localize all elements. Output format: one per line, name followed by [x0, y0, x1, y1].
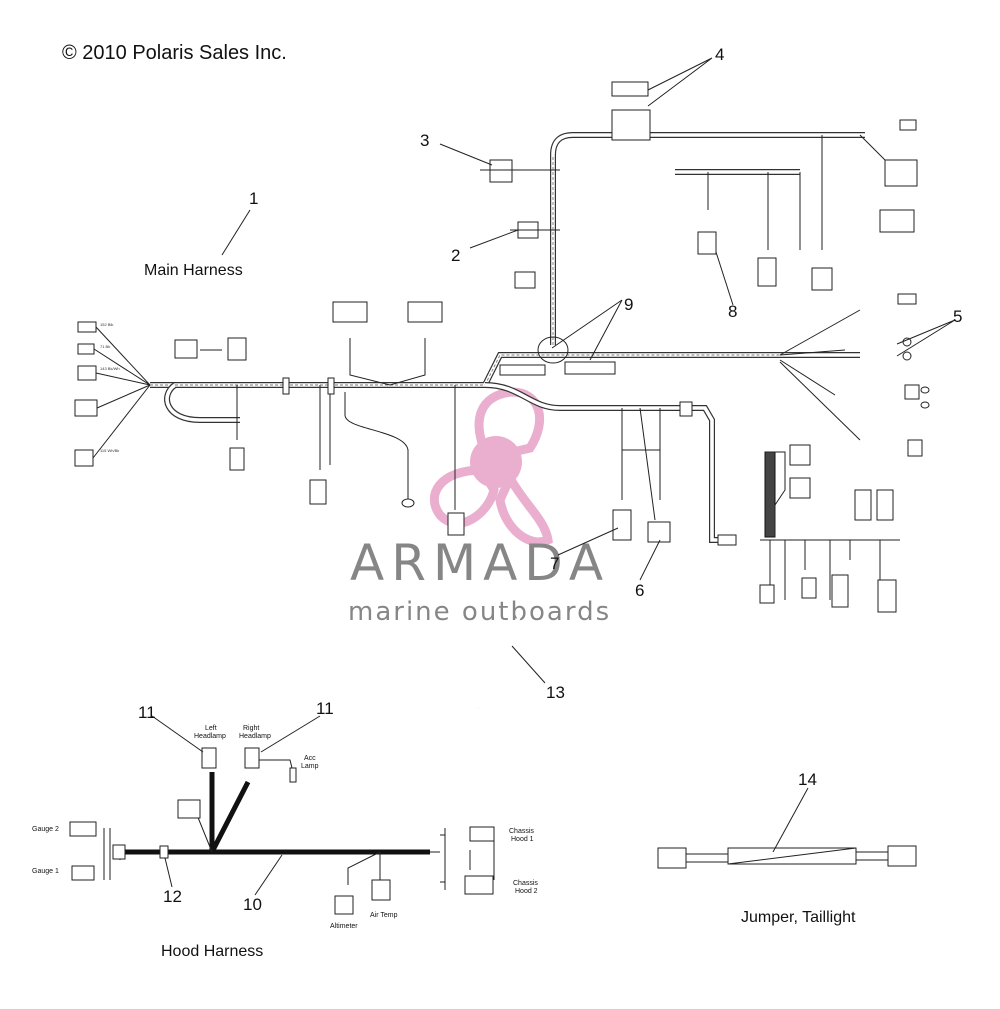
- label-gauge-2: Gauge 2: [32, 826, 59, 833]
- callout-8: 8: [728, 302, 737, 321]
- svg-text:71 Bk: 71 Bk: [100, 344, 110, 349]
- callout-11-right: 11: [316, 699, 334, 718]
- watermark: ARMADA marine outboards: [348, 387, 611, 627]
- label-chassis-hood-2-b: Hood 2: [515, 888, 538, 895]
- callout-5: 5: [953, 307, 962, 326]
- label-chassis-hood-1-a: Chassis: [509, 828, 534, 835]
- callout-14: 14: [798, 770, 817, 789]
- callout-13: 13: [546, 683, 565, 702]
- label-altimeter: Altimeter: [330, 923, 358, 930]
- callout-2: 2: [451, 246, 460, 265]
- callout-11-left: 11: [138, 703, 156, 722]
- hood-harness: [69, 747, 495, 915]
- jumper-taillight: [657, 845, 917, 869]
- label-chassis-hood-1-b: Hood 1: [511, 836, 534, 843]
- label-gauge-1: Gauge 1: [32, 868, 59, 875]
- callout-9: 9: [624, 295, 633, 314]
- caption-jumper-taillight: Jumper, Taillight: [741, 909, 856, 926]
- caption-main-harness: Main Harness: [144, 262, 243, 279]
- callout-10: 10: [243, 895, 262, 914]
- label-acc-lamp-1: Acc: [304, 755, 316, 762]
- label-acc-lamp-2: Lamp: [301, 763, 319, 770]
- main-harness: 152 Blk 71 Bk 143 Bk/Wh 115 Wh/Bk: [74, 81, 930, 613]
- caption-hood-harness: Hood Harness: [161, 943, 263, 960]
- label-air-temp: Air Temp: [370, 912, 398, 919]
- callout-12: 12: [163, 887, 182, 906]
- leader-lines: [151, 57, 956, 896]
- label-left-headlamp-1: Left: [205, 725, 217, 732]
- watermark-brand: ARMADA: [350, 534, 610, 592]
- svg-text:115 Wh/Bk: 115 Wh/Bk: [100, 448, 119, 453]
- label-right-headlamp-1: Right: [243, 725, 259, 732]
- callout-3: 3: [420, 131, 429, 150]
- label-chassis-hood-2-a: Chassis: [513, 880, 538, 887]
- label-right-headlamp-2: Headlamp: [239, 733, 271, 740]
- callout-6: 6: [635, 581, 644, 600]
- svg-text:143 Bk/Wh: 143 Bk/Wh: [100, 366, 120, 371]
- callout-4: 4: [715, 45, 724, 64]
- label-left-headlamp-2: Headlamp: [194, 733, 226, 740]
- copyright-notice: © 2010 Polaris Sales Inc.: [62, 42, 287, 64]
- svg-text:152 Blk: 152 Blk: [100, 322, 113, 327]
- callout-1: 1: [249, 189, 258, 208]
- callout-7: 7: [550, 554, 559, 573]
- watermark-tagline: marine outboards: [348, 597, 611, 627]
